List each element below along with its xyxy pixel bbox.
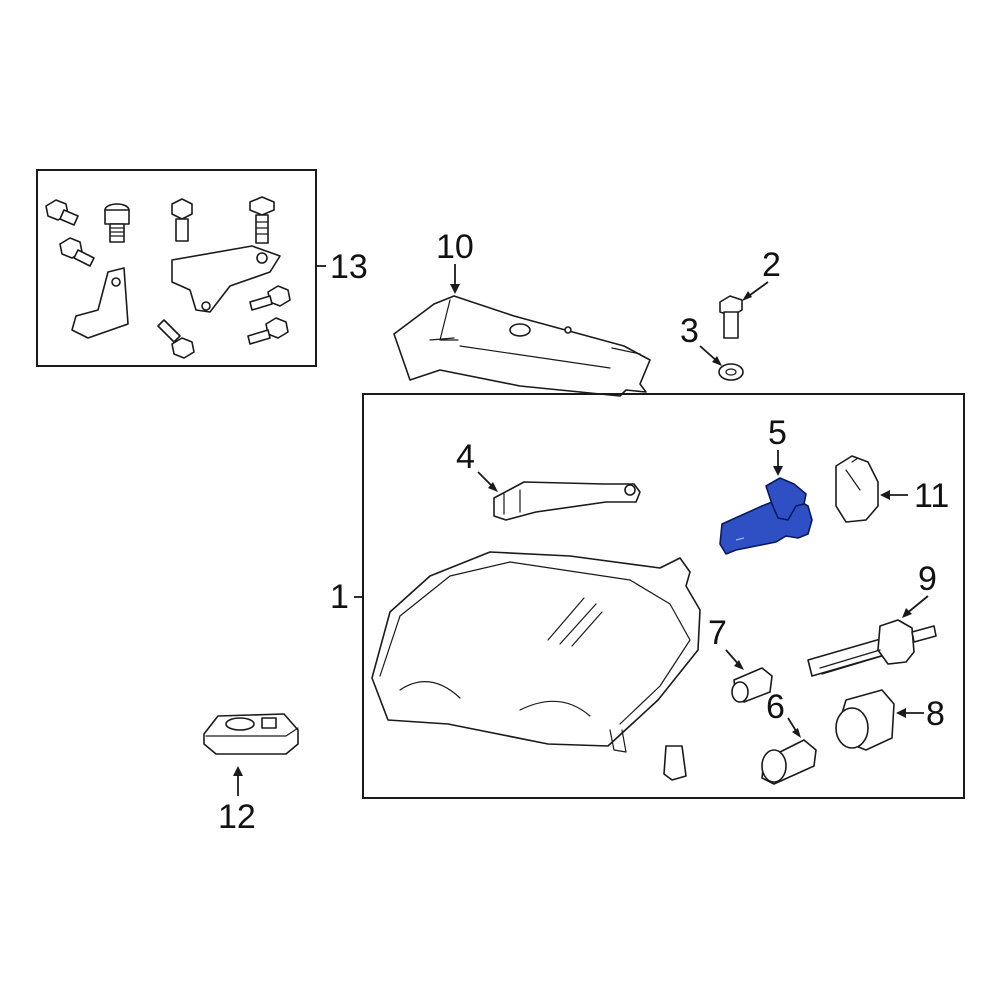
headlamp-clip: [663, 745, 687, 781]
kit-bolt-2: [59, 237, 95, 267]
callout-6[interactable]: 6: [766, 688, 785, 726]
hardware-kit-group[interactable]: 13: [36, 169, 368, 367]
part-8-socket[interactable]: 8: [835, 689, 945, 751]
callout-3[interactable]: 3: [680, 312, 699, 350]
part-12-module[interactable]: 12: [203, 713, 299, 836]
part-5-bulb-highlighted[interactable]: 5: [719, 414, 813, 555]
kit-bolt-7: [157, 319, 195, 359]
hardware-kit-frame: [36, 169, 317, 367]
part-4-adjuster[interactable]: 4: [456, 438, 641, 521]
part-10-bracket[interactable]: 10: [393, 228, 651, 397]
callout-13[interactable]: 13: [330, 248, 368, 286]
kit-bracket-large: [171, 245, 281, 313]
part-6-bulb[interactable]: 6: [761, 688, 817, 785]
callout-10[interactable]: 10: [436, 228, 474, 266]
kit-bolt-4: [249, 196, 275, 244]
callout-8[interactable]: 8: [926, 695, 945, 733]
callout-9[interactable]: 9: [918, 560, 937, 598]
part-3-washer[interactable]: 3: [680, 312, 744, 381]
callout-1[interactable]: 1: [330, 578, 349, 616]
callout-2[interactable]: 2: [762, 246, 781, 284]
kit-bolt-5: [249, 285, 291, 311]
kit-bracket-small: [71, 267, 129, 339]
part-11-socket[interactable]: 11: [835, 455, 949, 523]
part-2-bolt[interactable]: 2: [719, 246, 781, 339]
callout-4[interactable]: 4: [456, 438, 475, 476]
kit-bolt-6: [247, 317, 289, 345]
callout-12[interactable]: 12: [218, 798, 256, 836]
callout-7[interactable]: 7: [708, 614, 727, 652]
kit-stud: [104, 203, 130, 243]
leader-9: [905, 595, 929, 615]
callout-11[interactable]: 11: [914, 477, 949, 515]
headlamp-frame: [362, 393, 965, 799]
callout-5[interactable]: 5: [768, 414, 787, 452]
kit-bolt-3: [171, 198, 193, 242]
part-1-headlamp[interactable]: [371, 551, 701, 753]
kit-bolt-1: [45, 199, 79, 226]
part-7-bulb[interactable]: 7: [708, 614, 773, 703]
part-9-hid-bulb[interactable]: 9: [807, 560, 937, 677]
